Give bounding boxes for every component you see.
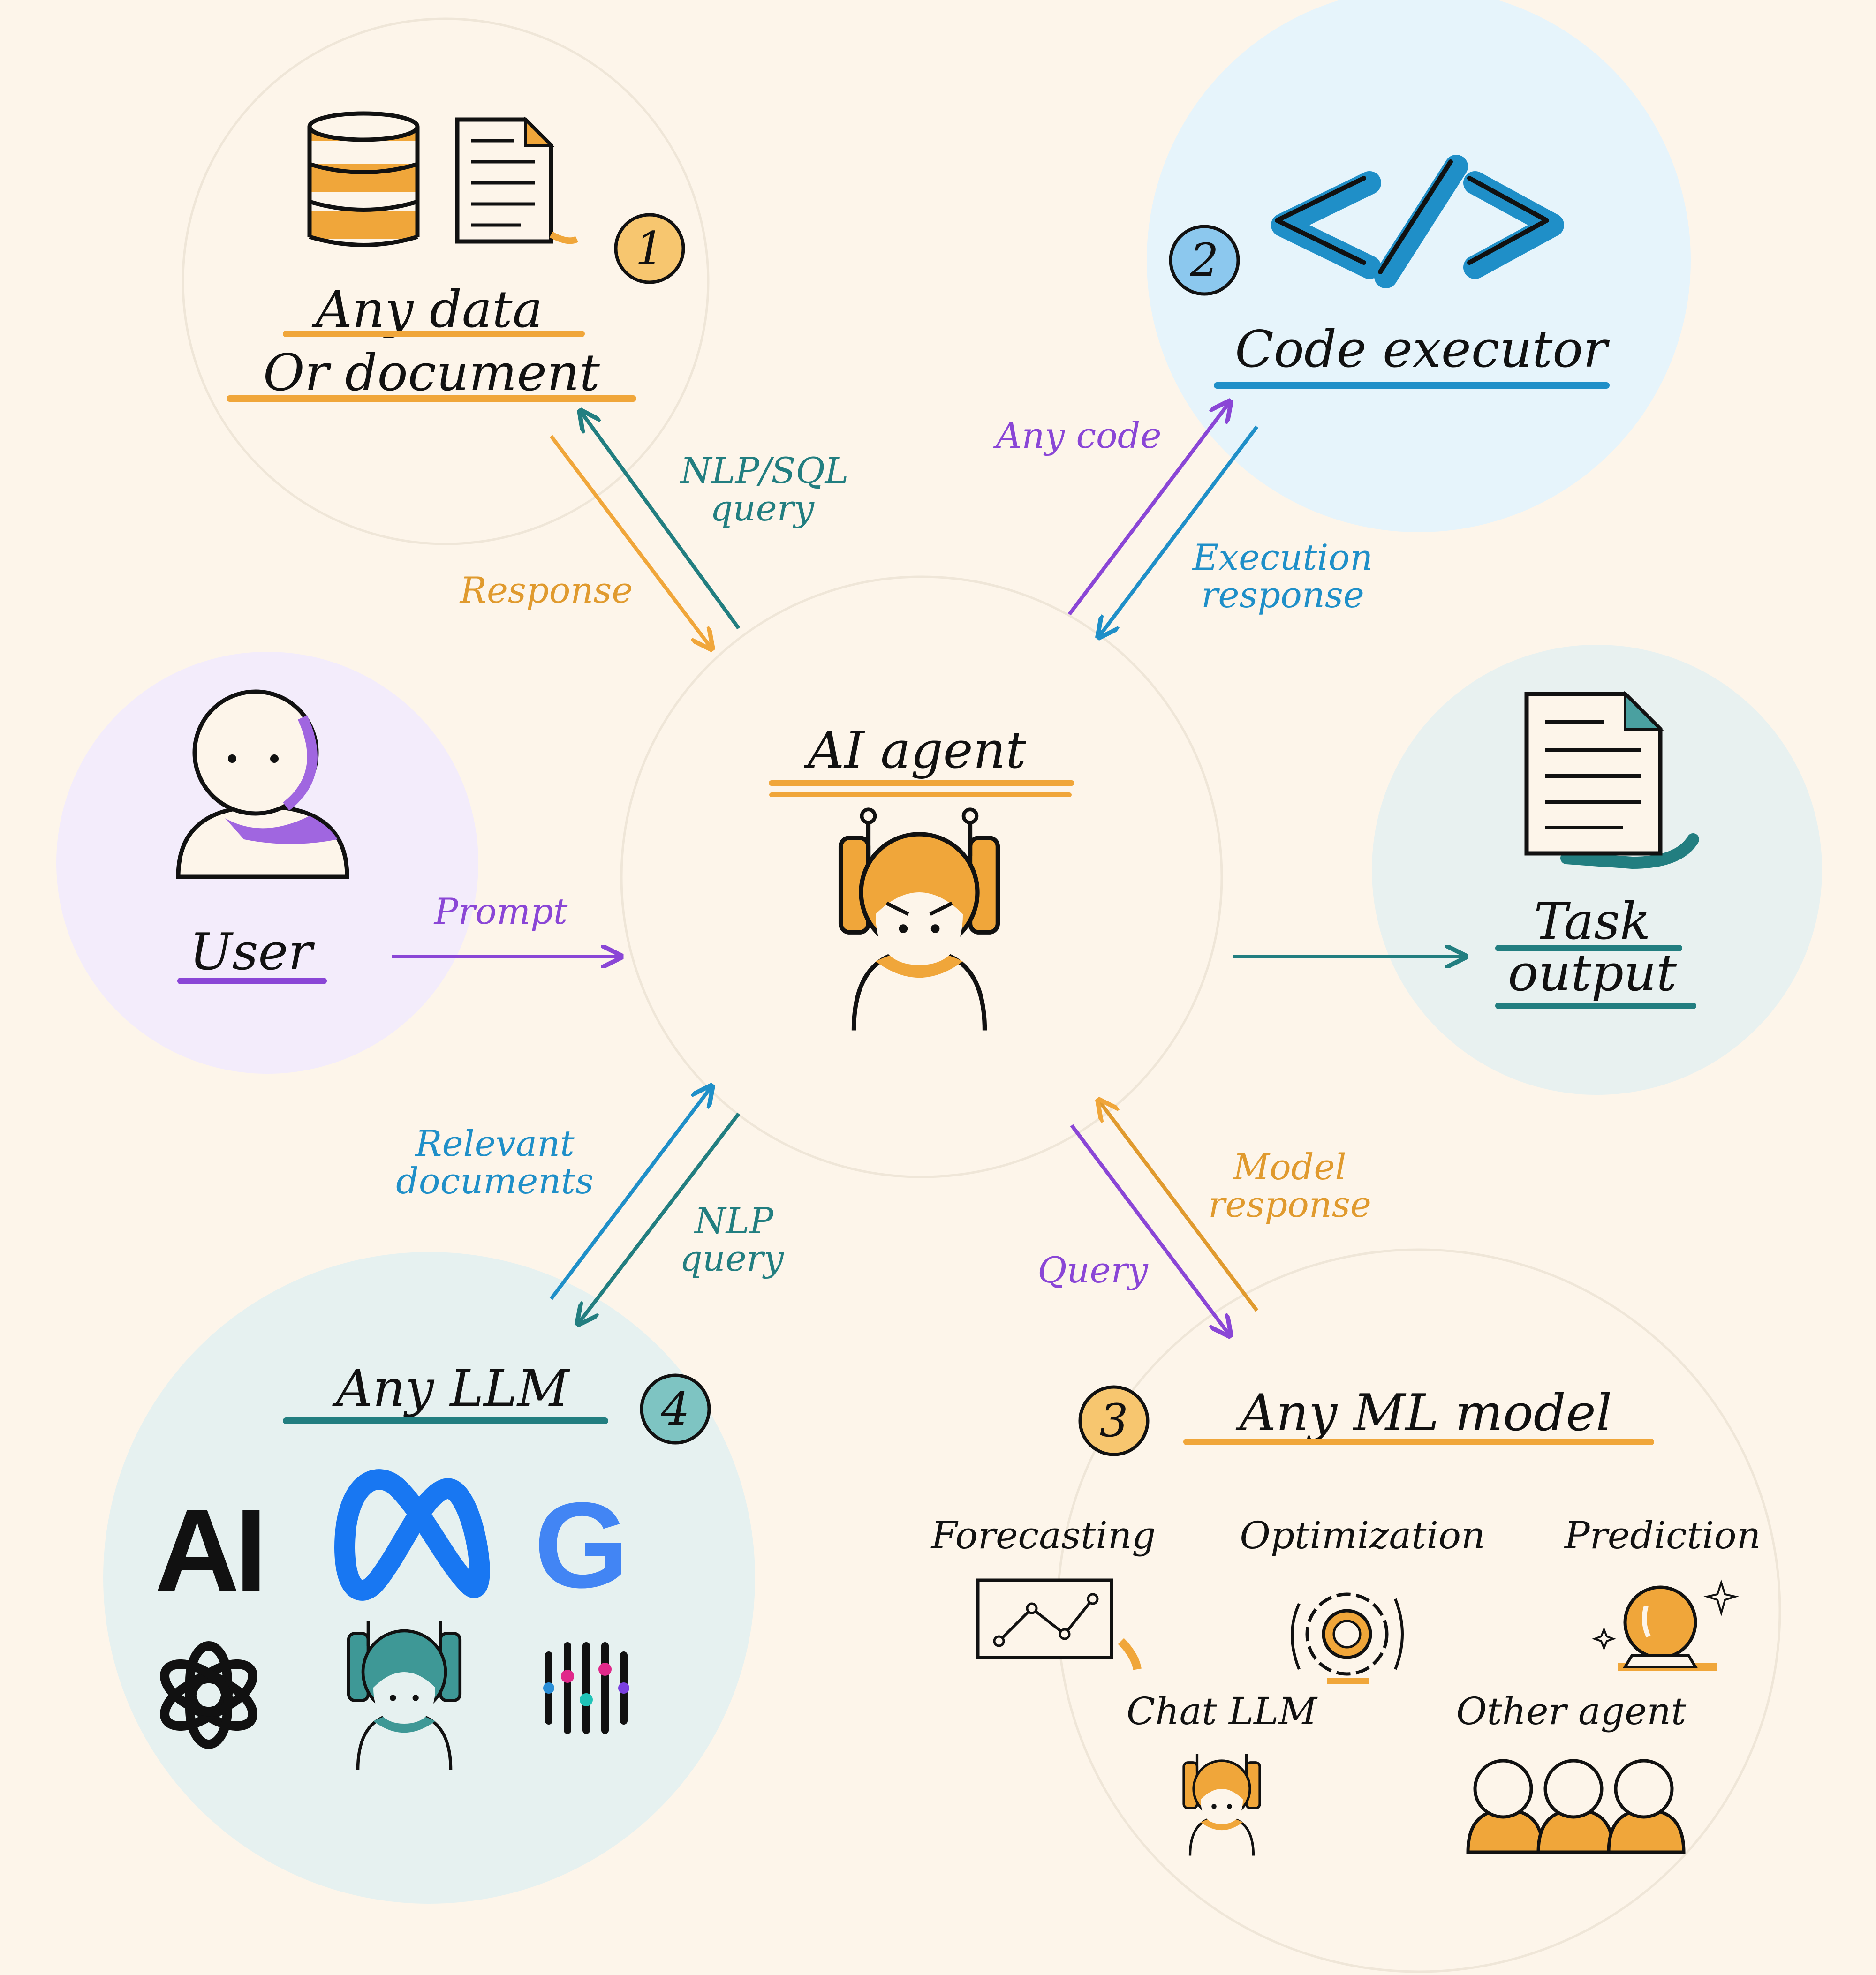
step-number-2: 2 <box>1169 225 1240 296</box>
edge-nlp-query <box>579 1112 741 1322</box>
ml-item-label-other-agent: Other agent <box>1456 1689 1687 1733</box>
edge-response <box>549 435 711 647</box>
output-node-title-line1: Task <box>1534 892 1651 951</box>
group-icon <box>1466 1759 1686 1854</box>
data-node-title-line1: Any data <box>311 280 543 339</box>
label-model-line1: Model <box>1232 1146 1346 1188</box>
google-logo: G <box>534 1477 629 1613</box>
label-execution-line2: response <box>1201 574 1364 616</box>
robot-icon <box>838 807 1000 1031</box>
ml-node-title: Any ML model <box>1235 1384 1612 1442</box>
edge-execution-response <box>1100 425 1259 635</box>
code-brackets-icon <box>1271 155 1564 288</box>
edge-model-response <box>1100 1102 1259 1312</box>
label-prompt: Prompt <box>433 890 568 932</box>
llm-node-circle <box>103 1252 755 1904</box>
edge-any-code <box>1067 403 1229 616</box>
ml-item-label-prediction: Prediction <box>1564 1514 1761 1557</box>
output-node-circle <box>1372 645 1822 1095</box>
label-relevant-line2: documents <box>396 1160 593 1202</box>
person-icon <box>176 689 349 879</box>
llm-robot-icon <box>347 1620 462 1771</box>
mistral-logo <box>543 1642 629 1734</box>
gear-icon <box>1291 1592 1404 1684</box>
label-nlp-line2: query <box>680 1237 784 1279</box>
code-node-title: Code executor <box>1235 320 1610 379</box>
step-number-1: 1 <box>614 213 685 284</box>
svg-text:4: 4 <box>660 1383 689 1435</box>
edge-query <box>1070 1124 1229 1334</box>
meta-logo <box>334 1469 490 1601</box>
svg-text:2: 2 <box>1189 234 1218 286</box>
label-response: Response <box>459 569 633 611</box>
ml-item-label-chat-llm: Chat LLM <box>1127 1689 1318 1733</box>
edge-relevant-documents <box>549 1088 711 1300</box>
label-model-line2: response <box>1208 1183 1371 1225</box>
user-node-title: User <box>189 923 315 981</box>
label-query: Query <box>1037 1249 1149 1291</box>
code-node-circle <box>1147 0 1691 532</box>
ml-item-label-optimization: Optimization <box>1240 1514 1485 1557</box>
ml-item-label-forecasting: Forecasting <box>930 1514 1156 1557</box>
svg-text:1: 1 <box>635 222 664 275</box>
label-nlp-sql-line1: NLP/SQL <box>680 450 849 491</box>
data-node-circle <box>182 17 710 545</box>
line-chart-icon <box>976 1578 1142 1670</box>
output-node-title-line2: output <box>1508 944 1677 1003</box>
step-number-3: 3 <box>1078 1385 1150 1456</box>
center-node-circle <box>620 575 1223 1178</box>
chat-llm-robot-icon <box>1182 1754 1261 1856</box>
label-execution-line1: Execution <box>1192 536 1373 578</box>
llm-node-title: Any LLM <box>332 1359 570 1418</box>
step-number-4: 4 <box>640 1373 711 1445</box>
crystal-ball-icon <box>1592 1579 1739 1671</box>
anthropic-logo: AI <box>155 1485 263 1615</box>
center-node-title: AI agent <box>803 721 1026 780</box>
output-document-icon <box>1524 690 1699 869</box>
data-node-title-line2: Or document <box>263 344 600 402</box>
label-nlp-sql-line2: query <box>710 487 815 529</box>
svg-text:3: 3 <box>1099 1395 1128 1447</box>
label-nlp-line1: NLP <box>694 1200 774 1242</box>
openai-logo <box>160 1641 257 1749</box>
database-icon <box>307 111 420 247</box>
label-any-code: Any code <box>993 415 1162 456</box>
edge-nlp-sql-query <box>582 413 741 630</box>
label-relevant-line1: Relevant <box>414 1123 575 1164</box>
document-icon <box>455 116 579 244</box>
